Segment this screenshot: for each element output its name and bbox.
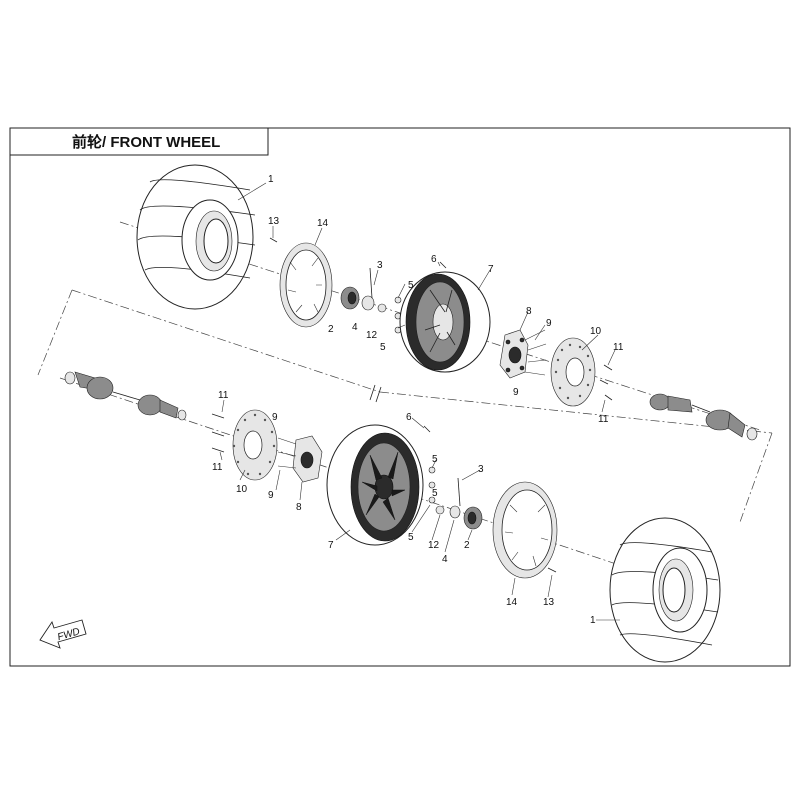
callout-bolt11-bottom-a: 11	[218, 390, 229, 401]
callout-bolt-top: 13	[268, 216, 280, 227]
hub-nut-top	[340, 267, 375, 311]
callout-bolt9-bottom-a: 9	[272, 412, 278, 423]
tire-bottom	[609, 517, 721, 663]
bracket-bottom	[379, 391, 773, 434]
callout-ring-bottom: 14	[506, 597, 518, 608]
tire-top	[136, 164, 256, 310]
callout-disc-top: 10	[590, 326, 602, 337]
beadlock-ring-top	[279, 242, 333, 328]
drive-shaft-right	[649, 393, 758, 441]
callouts-bottom: 11 11 10 9 9 8 6 5 5 3 7 5 12 4 2 14 13 …	[212, 390, 596, 626]
callout-spacer-top: 12	[366, 330, 378, 341]
callouts-top: 1 13 14 3 4 2 5 12 5 6 7 8 9 9 10 11 11	[268, 174, 624, 425]
callout-washer-bottom: 4	[442, 554, 448, 565]
callout-lugnut-bottom-b: 5	[432, 488, 438, 499]
callout-lugnut-top-b: 5	[380, 342, 386, 353]
leader-lines	[219, 182, 620, 621]
callout-nut-top: 2	[328, 324, 334, 335]
hub-bottom	[277, 435, 323, 483]
callout-ring-top: 14	[317, 218, 329, 229]
washers-top	[377, 296, 402, 334]
callout-hub-top: 8	[526, 306, 532, 317]
pin-6-bottom	[423, 425, 431, 433]
break-mark-1	[369, 384, 376, 401]
callout-nut-bottom: 2	[464, 540, 470, 551]
bracket-right	[739, 432, 773, 523]
fwd-arrow-icon: FWD	[39, 619, 87, 649]
bracket-top	[71, 289, 381, 393]
callout-spacer-bottom: 12	[428, 540, 440, 551]
rim-bottom	[326, 424, 424, 546]
callout-washer-top: 4	[352, 322, 358, 333]
brake-disc-top	[550, 337, 596, 407]
callout-bolt11-top-b: 11	[598, 414, 609, 425]
title-box	[9, 127, 269, 156]
callout-disc-bottom: 10	[236, 484, 248, 495]
drawing-border	[9, 127, 791, 667]
callout-rim-bottom: 7	[328, 540, 334, 551]
callout-pin-bottom: 6	[406, 412, 412, 423]
callout-stud-top: 3	[377, 260, 383, 271]
callout-pin-top: 6	[431, 254, 437, 265]
bolts-top	[599, 364, 613, 401]
callout-bolt9-bottom-b: 9	[268, 490, 274, 501]
washers-bottom	[428, 466, 445, 515]
callout-lugnut-bottom-c: 5	[408, 532, 414, 543]
callout-lugnut-top-a: 5	[408, 280, 414, 291]
callout-tire-top: 1	[268, 174, 274, 185]
brake-disc-bottom	[232, 409, 278, 481]
callout-bolt9-top-a: 9	[546, 318, 552, 329]
callout-bolt11-top-a: 11	[613, 342, 624, 353]
beadlock-ring-bottom	[492, 481, 558, 579]
callout-bolt-bottom: 13	[543, 597, 555, 608]
page-title: 前轮/ FRONT WHEEL	[72, 133, 220, 151]
axle-centerline-bottom	[59, 377, 701, 593]
callout-stud-bottom: 3	[478, 464, 484, 475]
callout-rim-top: 7	[488, 264, 494, 275]
hub-top	[499, 329, 547, 379]
drive-shaft-left	[64, 371, 187, 421]
bolt-13-bottom	[547, 567, 557, 573]
bolts-bottom	[211, 413, 225, 453]
rim-top	[399, 271, 491, 373]
callout-bolt9-top-b: 9	[513, 387, 519, 398]
bracket-left	[37, 289, 73, 376]
pin-6-top	[439, 261, 447, 269]
break-mark-2	[375, 386, 382, 403]
hub-nut-bottom	[449, 477, 483, 530]
bolt-13-top	[269, 237, 278, 243]
callout-tire-bottom: 1	[590, 615, 596, 626]
callout-hub-bottom: 8	[296, 502, 302, 513]
callout-lugnut-bottom-a: 5	[432, 454, 438, 465]
callout-bolt11-bottom-b: 11	[212, 462, 223, 473]
